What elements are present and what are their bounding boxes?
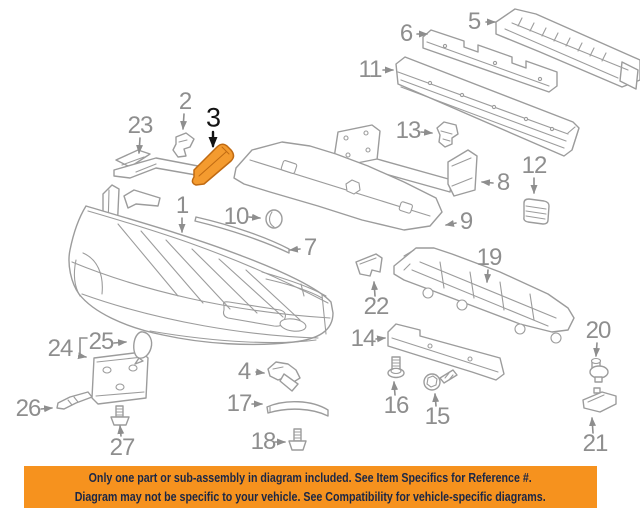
part-10-grommet — [265, 209, 283, 229]
part-3-highlighted — [191, 143, 235, 186]
arrow-to-part-2 — [180, 113, 188, 130]
callout-13: 13 — [395, 117, 422, 144]
callout-15: 15 — [424, 403, 451, 430]
part-24-license-bracket — [91, 351, 149, 405]
disclaimer-banner: Only one part or sub-assembly in diagram… — [24, 466, 597, 508]
callout-1: 1 — [175, 192, 189, 219]
callout-16: 16 — [383, 392, 410, 419]
diagram-canvas — [40, 8, 640, 451]
part-12-bracket — [523, 198, 550, 225]
part-18-screw — [288, 428, 307, 451]
callout-10: 10 — [223, 203, 250, 230]
arrow-to-part-9 — [445, 219, 457, 227]
callout-27: 27 — [109, 434, 136, 461]
callout-25: 25 — [88, 328, 115, 355]
callout-14: 14 — [350, 325, 377, 352]
callout-11: 11 — [358, 56, 383, 83]
callout-12: 12 — [521, 152, 548, 179]
part-20-grommet — [589, 357, 609, 383]
callout-23: 23 — [127, 112, 154, 139]
part-7-molding-strip — [194, 216, 290, 254]
part-9-energy-absorber — [233, 141, 443, 231]
arrow-to-part-25 — [113, 339, 127, 347]
arrow-to-part-19 — [484, 269, 492, 283]
part-2-clip — [172, 132, 195, 158]
arrow-to-part-7 — [289, 245, 301, 253]
part-25-ornament — [133, 331, 153, 365]
part-21-clip — [582, 387, 617, 413]
callout-7: 7 — [303, 234, 317, 261]
callout-24: 24 — [47, 335, 74, 362]
part-19-lower-deflector — [393, 247, 575, 344]
part-4-bracket — [267, 361, 301, 392]
arrow-to-part-26 — [40, 405, 53, 413]
callout-2: 2 — [178, 88, 192, 115]
part-5-upper-tie-bar — [495, 8, 640, 90]
arrow-to-part-27 — [117, 425, 125, 437]
arrow-to-part-14 — [375, 335, 386, 343]
part-11-impact-bar-panel — [395, 56, 580, 157]
arrow-to-part-23 — [136, 137, 144, 154]
part-26-rivet — [56, 391, 93, 410]
arrow-to-part-24 — [77, 337, 88, 360]
part-23-bracket — [113, 149, 199, 179]
callout-8: 8 — [496, 169, 510, 196]
part-1-bumper-cover — [68, 184, 334, 346]
arrow-to-part-16 — [391, 381, 399, 396]
arrow-to-part-4 — [255, 368, 265, 376]
callout-19: 19 — [476, 244, 503, 271]
callout-18: 18 — [250, 428, 277, 455]
arrow-to-part-15 — [432, 393, 440, 407]
callout-5: 5 — [467, 8, 481, 35]
part-6-sight-shield — [422, 29, 558, 93]
part-22-bracket — [355, 253, 383, 277]
callout-21: 21 — [582, 430, 609, 457]
callout-6: 6 — [399, 20, 413, 47]
arrow-to-part-22 — [371, 281, 379, 297]
callout-4: 4 — [237, 358, 251, 385]
callout-22: 22 — [363, 293, 390, 320]
part-17-molding — [266, 400, 329, 417]
arrow-to-part-21 — [589, 417, 597, 434]
banner-line-1: Only one part or sub-assembly in diagram… — [88, 469, 533, 485]
arrow-to-part-13 — [420, 128, 433, 136]
callout-26: 26 — [15, 395, 42, 422]
part-13-clip — [436, 121, 459, 148]
arrow-to-part-10 — [248, 213, 261, 221]
part-15-flange-bolt — [423, 369, 458, 391]
arrow-to-part-8 — [481, 179, 494, 187]
part-14-support-bracket — [387, 323, 505, 381]
callout-20: 20 — [585, 317, 612, 344]
part-27-screw — [110, 405, 130, 426]
part-16-bolt — [387, 356, 405, 379]
banner-line-2: Diagram may not be specific to your vehi… — [75, 489, 546, 504]
callout-17: 17 — [226, 390, 253, 417]
callout-9: 9 — [459, 208, 473, 235]
arrow-to-part-20 — [593, 342, 601, 357]
callout-3-highlighted: 3 — [205, 102, 221, 133]
